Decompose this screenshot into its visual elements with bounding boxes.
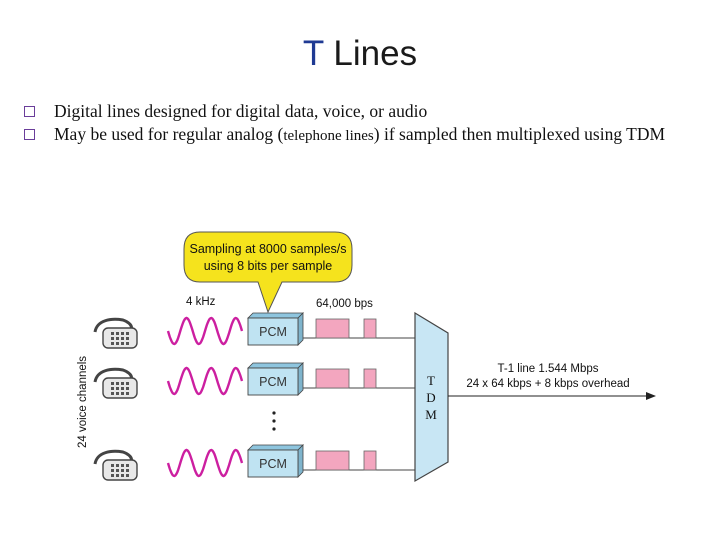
pulse-narrow [363, 450, 377, 471]
phone-key [126, 474, 129, 477]
square-bullet-icon [24, 129, 35, 140]
channel-row: PCM [93, 362, 415, 399]
phone-key [111, 392, 114, 395]
bullet-text-small: telephone lines [283, 128, 374, 144]
pulse-narrow [363, 318, 377, 339]
pcm-box [247, 317, 299, 346]
phone-key [116, 387, 119, 390]
phone-key [116, 332, 119, 335]
bullet-list: Digital lines designed for digital data,… [24, 100, 704, 148]
handset [93, 449, 133, 465]
analog-wave [166, 316, 244, 346]
phone-key [116, 474, 119, 477]
channel-row: PCM [93, 312, 415, 349]
phone-key [116, 382, 119, 385]
pulse-wide [315, 318, 350, 339]
pcm-box-side [297, 444, 304, 478]
phone-base [102, 327, 138, 349]
pcm-box-side [297, 362, 304, 396]
title-letter: T [302, 34, 324, 73]
bullet-text-pre: May be used for regular analog ( [54, 124, 284, 144]
analog-wave [166, 366, 244, 396]
slide-title: T Lines [0, 34, 720, 74]
more-channels-dots [272, 411, 276, 431]
pcm-box-side [297, 312, 304, 346]
phone-key [121, 337, 124, 340]
output-line-1: T-1 line 1.544 Mbps [497, 363, 598, 375]
phone-key [121, 382, 124, 385]
pulse-wide [315, 368, 350, 389]
phone-key [111, 474, 114, 477]
phone-key [126, 392, 129, 395]
phone-key [121, 392, 124, 395]
tdm-letter-m: M [425, 407, 437, 422]
phone-key [126, 469, 129, 472]
pcm-label: PCM [259, 457, 287, 471]
phone-key [116, 392, 119, 395]
sampling-callout: Sampling at 8000 samples/s using 8 bits … [183, 231, 353, 314]
phone-key [111, 342, 114, 345]
phone-key [121, 469, 124, 472]
tdm-letter-d: D [426, 390, 435, 405]
phone-key [126, 387, 129, 390]
side-channels-label: 24 voice channels [77, 356, 89, 448]
phone-key [116, 469, 119, 472]
phone-key [121, 464, 124, 467]
phone-key [126, 464, 129, 467]
phone-key [121, 474, 124, 477]
tdm-block [414, 311, 449, 483]
phone-key [126, 342, 129, 345]
phone-key [126, 332, 129, 335]
t1-output: T-1 line 1.544 Mbps 24 x 64 kbps + 8 kbp… [448, 363, 656, 400]
phone-base [102, 377, 138, 399]
channel-rows: PCM PCM PCM [93, 312, 415, 481]
frequency-label: 4 kHz [186, 296, 216, 308]
pcm-box [247, 449, 299, 478]
handset [93, 317, 133, 333]
handset [93, 367, 133, 383]
bullet-item: May be used for regular analog (telephon… [24, 123, 704, 148]
phone-base [102, 459, 138, 481]
pcm-box-top [247, 312, 304, 319]
phone-key [111, 337, 114, 340]
pcm-box-top [247, 444, 304, 451]
phone-key [111, 469, 114, 472]
phone-key [116, 464, 119, 467]
phone-key [111, 332, 114, 335]
tdm-letter-t: T [427, 373, 435, 388]
callout-bubble [183, 231, 353, 314]
phone-key [111, 382, 114, 385]
callout-line-2: using 8 bits per sample [204, 259, 333, 273]
pulse-wide [315, 450, 350, 471]
phone-key [126, 337, 129, 340]
phone-key [116, 337, 119, 340]
channel-row: PCM [93, 444, 415, 481]
phone-key [121, 332, 124, 335]
bullet-text: Digital lines designed for digital data,… [54, 101, 428, 121]
callout-line-1: Sampling at 8000 samples/s [189, 242, 346, 256]
phone-key [121, 342, 124, 345]
output-line-2: 24 x 64 kbps + 8 kbps overhead [466, 378, 629, 390]
bullet-text-post: ) if sampled then multiplexed using TDM [373, 124, 666, 144]
phone-key [111, 387, 114, 390]
phone-key [111, 464, 114, 467]
telephone-icon [93, 317, 138, 349]
bitrate-label: 64,000 bps [316, 298, 373, 310]
telephone-icon [93, 449, 138, 481]
bullet-item: Digital lines designed for digital data,… [24, 100, 704, 123]
analog-wave [166, 448, 244, 478]
pulse-narrow [363, 368, 377, 389]
phone-key [116, 342, 119, 345]
tdm-multiplexer: T D M [414, 311, 449, 483]
pcm-box [247, 367, 299, 396]
telephone-icon [93, 367, 138, 399]
phone-key [121, 387, 124, 390]
phone-key [126, 382, 129, 385]
pcm-box-top [247, 362, 304, 369]
pcm-label: PCM [259, 375, 287, 389]
title-rest: Lines [333, 34, 418, 73]
square-bullet-icon [24, 106, 35, 117]
pcm-label: PCM [259, 325, 287, 339]
